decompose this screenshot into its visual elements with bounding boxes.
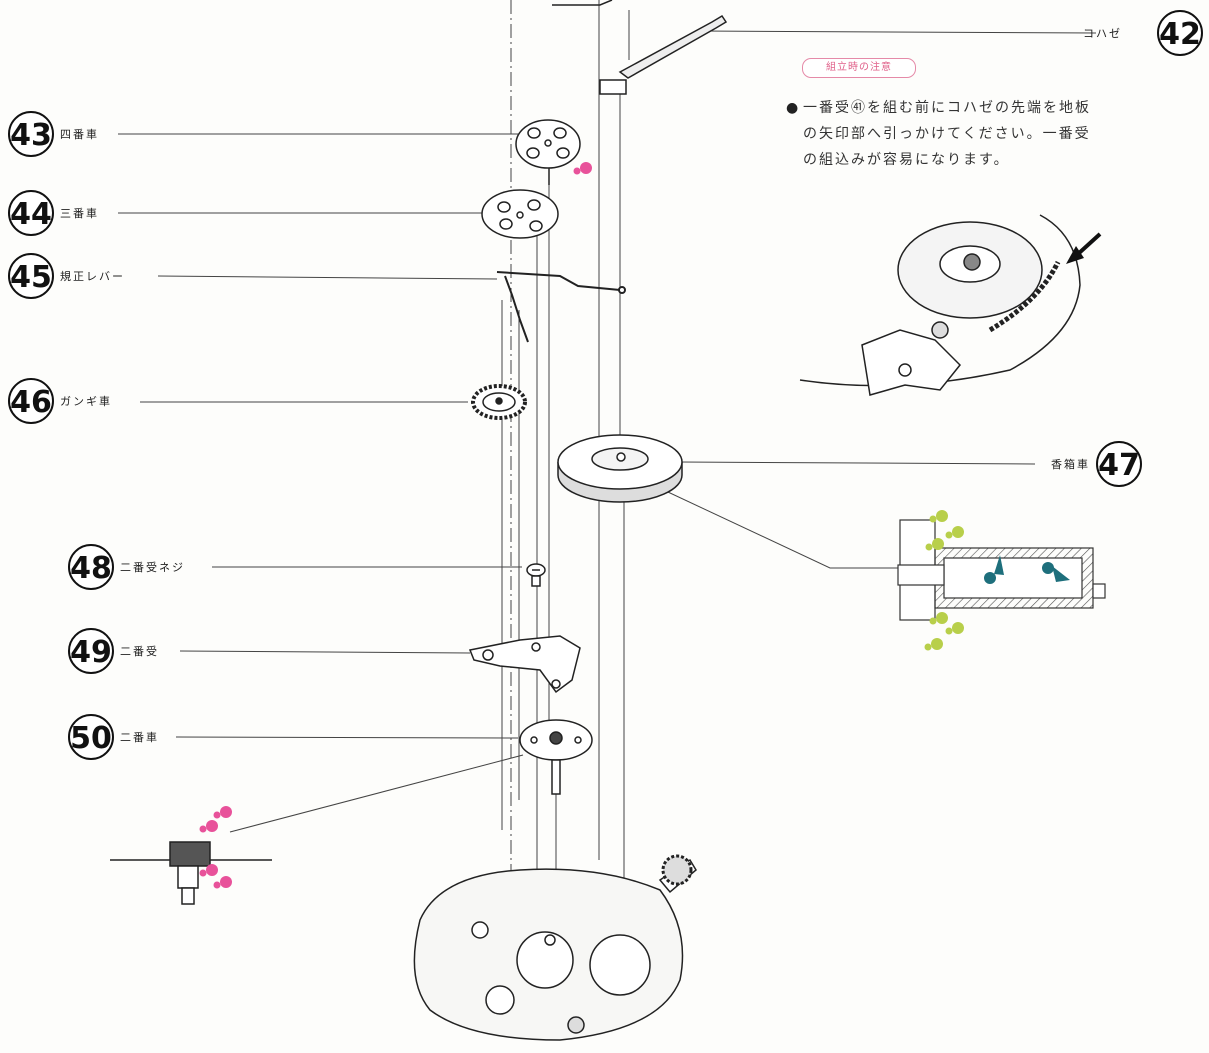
part-name-43: 四番車 [60,127,99,141]
fourth-wheel-part [515,119,581,185]
note-bullet: ● [786,100,799,116]
center-bridge-screw-part [526,563,546,587]
main-plate-part [413,854,697,1041]
part-number-circle-50 [68,714,114,760]
barrel-part [557,434,683,503]
part-number-43: 43 [10,118,52,153]
oil-drop-pink-icon [573,162,592,175]
click-spring-part [552,0,728,95]
escape-wheel-part [471,384,527,420]
part-number-circle-44 [8,190,54,236]
part-number-50: 50 [70,721,112,756]
part-number-circle-49 [68,628,114,674]
part-name-49: 二番受 [120,645,159,658]
center-wheel-part [519,719,593,795]
part-number-44: 44 [10,197,52,232]
part-number-circle-46 [8,378,54,424]
part-labels: 42 コハゼ 43 四番車 44 三番車 45 規正レバー 46 ガンギ車 47 香箱車 48 二番受ネジ… [8,10,1203,760]
part-name-48: 二番受ネジ [120,561,185,574]
barrel-section-inset [897,519,1106,621]
part-name-45: 規正レバー [60,269,125,283]
oil-drop-teal-icon [984,555,1070,584]
part-number-circle-42 [1157,10,1203,56]
center-wheel-detail [110,841,272,905]
part-number-circle-48 [68,544,114,590]
part-number-circle-45 [8,253,54,299]
part-number-48: 48 [70,551,112,586]
part-name-46: ガンギ車 [60,394,112,408]
part-name-44: 三番車 [60,206,99,220]
part-number-42: 42 [1159,17,1201,52]
part-name-42: コハゼ [1083,27,1122,40]
note-text: 一番受㊶を組む前にコハゼの先端を地板の矢印部へ引っかけてください。一番受の組込み… [803,100,1091,168]
note-header: 組立時の注意 [802,58,916,78]
third-wheel-part [481,189,559,239]
part-number-49: 49 [70,635,112,670]
stop-lever-part [496,271,626,343]
part-name-47: 香箱車 [1051,457,1090,471]
leader-lines [118,30,1097,833]
arrow-icon [1066,232,1102,264]
part-number-45: 45 [10,260,52,295]
part-number-circle-47 [1096,441,1142,487]
part-name-50: 二番車 [120,730,159,744]
part-number-circle-43 [8,111,54,157]
assembly-detail-illustration [799,214,1081,396]
center-wheel-bridge-part [468,635,581,694]
part-number-46: 46 [10,385,52,420]
part-number-47: 47 [1098,448,1140,483]
